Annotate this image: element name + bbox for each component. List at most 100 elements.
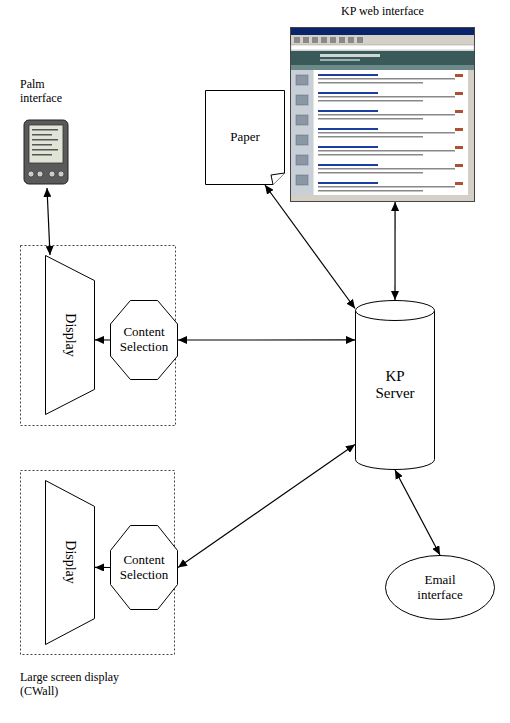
node-label: Email interface: [409, 573, 471, 603]
list-text-line: [318, 136, 423, 138]
banner-line: [320, 54, 380, 57]
content-selection-octagon: Content Selection: [110, 300, 178, 380]
list-title-line: [318, 182, 378, 184]
paper-outline: [206, 91, 285, 185]
connector-arrow: [395, 470, 440, 555]
node-label: KP Server: [369, 368, 421, 403]
list-title-line: [318, 146, 378, 148]
cylinder-top: [356, 301, 435, 321]
list-text-line: [318, 186, 455, 188]
banner-line: [320, 59, 360, 61]
list-text-line: [318, 190, 423, 192]
list-icon: [455, 182, 463, 185]
node-label: Large screen display (CWall): [20, 671, 155, 699]
side-icon: [296, 75, 308, 85]
node-label: KP web interface: [290, 5, 475, 19]
content-selection-octagon: Content Selection: [110, 525, 178, 610]
palm-screen-line: [32, 139, 58, 141]
connector-arrow: [178, 339, 355, 340]
palm-screen-line: [32, 129, 58, 131]
list-icon: [455, 128, 463, 131]
list-text-line: [318, 150, 455, 152]
palm-button: [37, 171, 43, 177]
side-icon: [296, 175, 308, 185]
ellipse-outline: [386, 556, 495, 620]
tool-icon: [303, 37, 309, 43]
scroll-bar: [468, 70, 474, 195]
side-bar: [291, 70, 313, 195]
web-interface-screenshot: KP web interface: [290, 5, 475, 202]
content-area: [314, 70, 468, 195]
browser-window: [291, 28, 475, 202]
node-label: Display: [62, 541, 78, 585]
node-label: Content Selection: [116, 325, 172, 355]
server-cylinder: KP Server: [355, 300, 435, 470]
tool-icon: [357, 37, 363, 43]
list-text-line: [318, 82, 423, 84]
tool-icon: [348, 37, 354, 43]
palm-button: [49, 171, 55, 177]
tool-icon: [339, 37, 345, 43]
list-title-line: [318, 92, 378, 94]
list-icon: [455, 164, 463, 167]
list-icon: [455, 92, 463, 95]
connector-arrow: [178, 445, 355, 568]
display-trapezoid: Display: [45, 480, 95, 645]
tool-icon: [321, 37, 327, 43]
palm-button: [58, 171, 64, 177]
paper-fold: [271, 173, 285, 185]
list-text-line: [318, 114, 455, 116]
node-label: Display: [62, 313, 78, 357]
list-text-line: [318, 168, 455, 170]
palm-screen-line: [32, 144, 52, 146]
tool-icon: [330, 37, 336, 43]
node-label: Content Selection: [116, 553, 172, 583]
connector-arrow: [95, 567, 110, 568]
palm-screen-line: [32, 134, 52, 136]
page-banner: [291, 51, 474, 65]
address-bar: [291, 45, 474, 50]
palm-screen: [29, 125, 63, 163]
palm-screen-line: [32, 149, 58, 151]
palm-body: [24, 120, 68, 184]
list-text-line: [318, 172, 423, 174]
list-text-line: [318, 118, 423, 120]
display-outline: [46, 256, 95, 415]
tool-icon: [312, 37, 318, 43]
connector-arrow: [394, 202, 395, 300]
paper-sheet: Paper: [205, 90, 285, 185]
list-text-line: [318, 100, 423, 102]
list-title-line: [318, 74, 378, 76]
list-text-line: [318, 96, 455, 98]
title-bar: [291, 28, 474, 35]
email-ellipse: Email interface: [385, 555, 495, 620]
list-title-line: [318, 128, 378, 130]
side-icon: [296, 95, 308, 105]
connector-arrow: [95, 339, 110, 340]
list-icon: [455, 110, 463, 113]
side-icon: [296, 155, 308, 165]
list-icon: [455, 74, 463, 77]
connector-arrow: [265, 185, 355, 309]
tab-row: [291, 65, 474, 70]
status-bar: [291, 195, 474, 201]
list-icon: [455, 146, 463, 149]
list-title-line: [318, 110, 378, 112]
list-text-line: [318, 154, 423, 156]
list-title-line: [318, 164, 378, 166]
connector-arrow: [47, 188, 50, 255]
display-trapezoid: Display: [45, 255, 95, 415]
large-screen-group: Large screen display (CWall)DisplayConte…: [20, 470, 175, 655]
list-text-line: [318, 78, 455, 80]
side-icon: [296, 115, 308, 125]
palm-device: Palm interface: [16, 78, 78, 188]
dotted-group-box: [21, 471, 175, 655]
octagon-outline: [111, 526, 178, 610]
dotted-group-box: [21, 246, 176, 426]
tool-icon: [294, 37, 300, 43]
display-outline: [46, 481, 95, 645]
node-label: Palm interface: [16, 78, 78, 106]
palm-button: [28, 171, 34, 177]
